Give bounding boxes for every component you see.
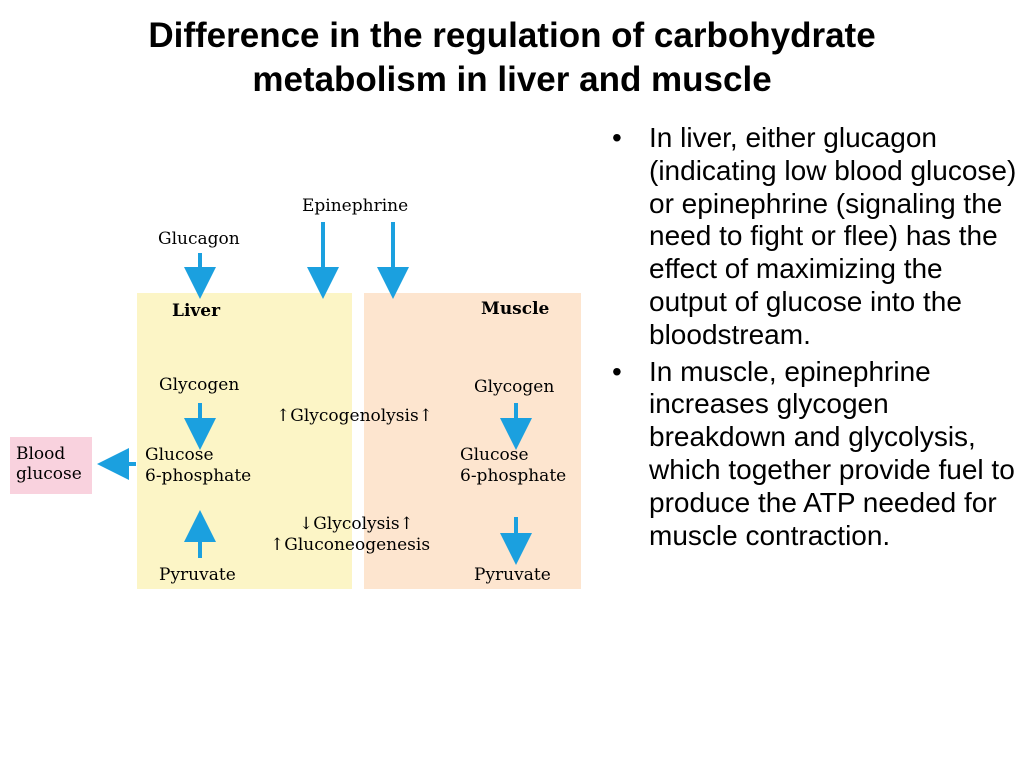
liver-title: Liver xyxy=(172,301,221,321)
epinephrine-label: Epinephrine xyxy=(302,196,409,216)
muscle-g6p-line-1: Glucose xyxy=(460,445,529,465)
bullet-item: • In liver, either glucagon (indicating … xyxy=(612,122,1017,352)
muscle-pyruvate: Pyruvate xyxy=(474,565,551,585)
metabolism-diagram: Epinephrine Glucagon Liver Glycogen Gluc… xyxy=(10,196,581,589)
bullet-text: In muscle, epinephrine increases glycoge… xyxy=(649,355,1015,551)
blood-glucose-line-2: glucose xyxy=(16,464,82,484)
muscle-panel xyxy=(364,293,581,589)
bullet-text: In liver, either glucagon (indicating lo… xyxy=(649,122,1017,350)
muscle-glycogen: Glycogen xyxy=(474,377,555,397)
liver-g6p-line-1: Glucose xyxy=(145,445,214,465)
muscle-g6p-line-2: 6-phosphate xyxy=(460,466,567,486)
bullet-list: • In liver, either glucagon (indicating … xyxy=(612,122,1017,556)
slide-title-line-1: Difference in the regulation of carbohyd… xyxy=(148,16,876,55)
blood-glucose-line-1: Blood xyxy=(16,444,66,464)
liver-glycogen: Glycogen xyxy=(159,375,240,395)
muscle-title: Muscle xyxy=(481,299,550,319)
slide-title: Difference in the regulation of carbohyd… xyxy=(0,14,1024,102)
bullet-marker: • xyxy=(612,122,622,153)
liver-g6p-line-2: 6-phosphate xyxy=(145,466,252,486)
blood-glucose-box xyxy=(10,437,92,494)
glycogenolysis-label: ↑Glycogenolysis↑ xyxy=(276,406,433,426)
liver-pyruvate: Pyruvate xyxy=(159,565,236,585)
bullet-marker: • xyxy=(612,355,622,387)
slide-title-line-2: metabolism in liver and muscle xyxy=(252,60,772,99)
liver-panel xyxy=(137,293,352,589)
glucagon-label: Glucagon xyxy=(158,229,240,249)
diagram-canvas xyxy=(10,222,581,589)
glycolysis-label: ↓Glycolysis↑ xyxy=(299,514,414,534)
bullet-item: • In muscle, epinephrine increases glyco… xyxy=(612,356,1017,553)
gluconeogenesis-label: ↑Gluconeogenesis xyxy=(270,535,431,555)
